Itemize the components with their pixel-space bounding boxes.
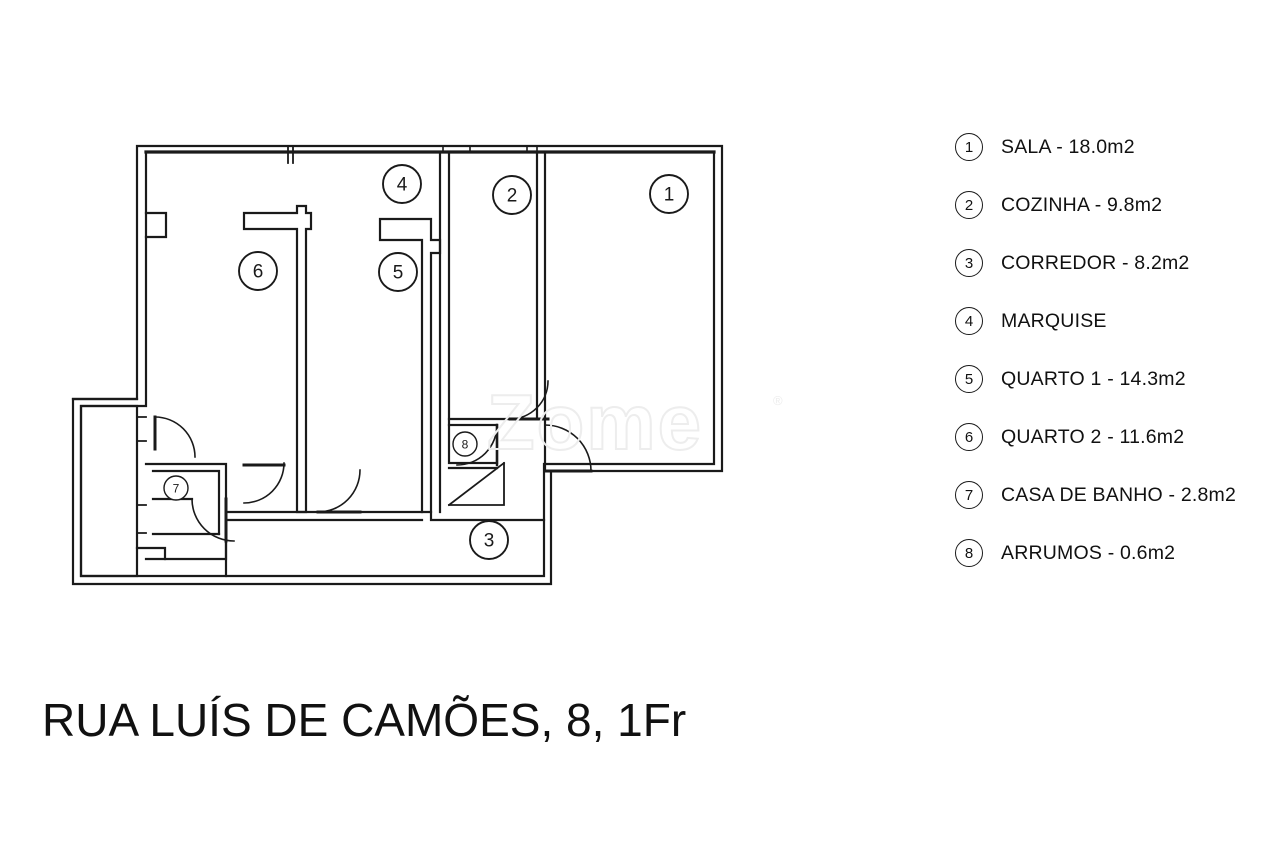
plan-marker-label-6: 6 <box>253 262 264 283</box>
balcony-door-jamb-upper <box>136 416 147 442</box>
plan-marker-circle-7 <box>163 475 189 501</box>
bathroom-wall-top-right-outer <box>144 462 228 543</box>
legend-item-8: 8 ARRUMOS - 0.6m2 <box>955 524 1280 582</box>
legend-item-6: 6 QUARTO 2 - 11.6m2 <box>955 408 1280 466</box>
legend-label-4: MARQUISE <box>1001 309 1107 332</box>
window-reveal-cozinha-b <box>526 145 538 153</box>
legend-marker-5: 5 <box>955 365 983 393</box>
plan-marker-7: 7 <box>163 475 189 501</box>
legend-marker-1: 1 <box>955 133 983 161</box>
legend-marker-2: 2 <box>955 191 983 219</box>
door-swing-quarto1 <box>317 469 361 513</box>
legend-label-3: CORREDOR - 8.2m2 <box>1001 251 1190 274</box>
legend-label-8: ARRUMOS - 0.6m2 <box>1001 541 1176 564</box>
legend-marker-6: 6 <box>955 423 983 451</box>
legend-item-2: 2 COZINHA - 9.8m2 <box>955 176 1280 234</box>
legend-item-5: 5 QUARTO 1 - 14.3m2 <box>955 350 1280 408</box>
floor-plan-drawing: 1 2 3 4 5 6 7 8 <box>71 144 724 586</box>
page-title: RUA LUÍS DE CAMÕES, 8, 1Fr <box>42 694 687 746</box>
plan-marker-group: 1 2 3 4 5 6 7 8 <box>163 164 689 560</box>
legend-marker-7: 7 <box>955 481 983 509</box>
legend-label-5: QUARTO 1 - 14.3m2 <box>1001 367 1186 390</box>
legend-marker-4: 4 <box>955 307 983 335</box>
plan-marker-circle-4 <box>382 164 422 204</box>
plan-marker-2: 2 <box>492 175 532 215</box>
window-reveal-cozinha-a <box>442 145 471 153</box>
legend-item-1: 1 SALA - 18.0m2 <box>955 118 1280 176</box>
plan-marker-label-5: 5 <box>393 263 404 284</box>
stair-block-outline <box>448 462 505 506</box>
legend-marker-8: 8 <box>955 539 983 567</box>
balcony-inner-rect <box>79 404 139 578</box>
plan-marker-label-3: 3 <box>484 531 495 552</box>
plan-marker-8: 8 <box>452 431 478 457</box>
legend-label-2: COZINHA - 9.8m2 <box>1001 193 1163 216</box>
plan-marker-circle-8 <box>452 431 478 457</box>
diagonal-hatch-line <box>447 461 506 507</box>
legend-marker-3: 3 <box>955 249 983 277</box>
door-swing-sala <box>544 424 592 472</box>
plan-marker-circle-3 <box>469 520 509 560</box>
door-swing-cozinha <box>509 380 549 420</box>
plan-marker-circle-5 <box>378 252 418 292</box>
bathroom-wall-top-right-inner <box>151 469 221 536</box>
outer-wall-outline <box>71 144 724 586</box>
plan-marker-label-1: 1 <box>664 185 675 206</box>
legend-item-3: 3 CORREDOR - 8.2m2 <box>955 234 1280 292</box>
legend-label-7: CASA DE BANHO - 2.8m2 <box>1001 483 1237 506</box>
plan-marker-circle-2 <box>492 175 532 215</box>
partition-wall-6-5 <box>242 204 313 514</box>
plan-marker-6: 6 <box>238 251 278 291</box>
plan-marker-5: 5 <box>378 252 418 292</box>
balcony-wall-step <box>135 546 167 561</box>
legend-item-7: 7 CASA DE BANHO - 2.8m2 <box>955 466 1280 524</box>
plan-marker-label-8: 8 <box>462 438 469 452</box>
plan-marker-label-4: 4 <box>397 175 408 196</box>
plan-marker-3: 3 <box>469 520 509 560</box>
balcony-door-jamb-lower <box>136 504 147 534</box>
room-legend: 1 SALA - 18.0m2 2 COZINHA - 9.8m2 3 CORR… <box>955 118 1280 582</box>
door-swing-quarto2 <box>243 462 285 504</box>
legend-label-1: SALA - 18.0m2 <box>1001 135 1135 158</box>
corridor-wall-right-join <box>429 510 546 522</box>
plan-marker-circle-1 <box>649 174 689 214</box>
partition-wall-4-5 <box>378 217 442 514</box>
legend-label-6: QUARTO 2 - 11.6m2 <box>1001 425 1185 448</box>
plan-marker-1: 1 <box>649 174 689 214</box>
window-reveal-marquise <box>287 145 294 164</box>
plan-marker-label-2: 2 <box>507 186 518 207</box>
left-wall-notch <box>144 211 168 239</box>
legend-item-4: 4 MARQUISE <box>955 292 1280 350</box>
door-swing-balcony-upper <box>154 416 196 458</box>
bathroom-wall-lower-step <box>144 539 228 561</box>
plan-marker-4: 4 <box>382 164 422 204</box>
wall-outline-group <box>71 144 724 586</box>
plan-marker-circle-6 <box>238 251 278 291</box>
plan-marker-label-7: 7 <box>173 482 180 496</box>
